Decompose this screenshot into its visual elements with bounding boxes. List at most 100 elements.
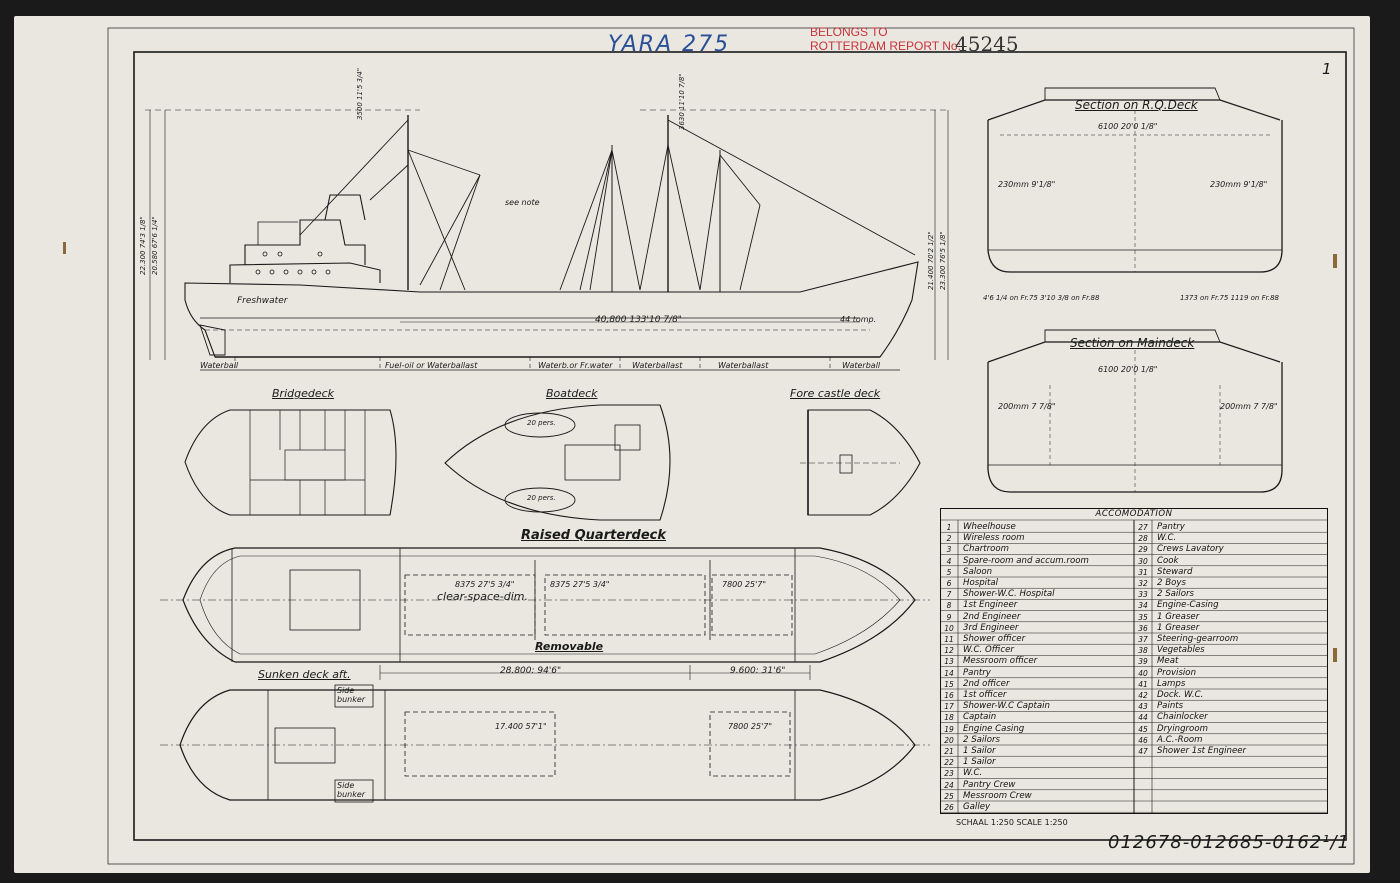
accommodation-room-label: Paints: [1157, 701, 1184, 712]
dim-17400: 17.400 57'1": [495, 722, 547, 731]
accommodation-room-label: Shower 1st Engineer: [1157, 746, 1247, 756]
main-left-thickness: 200mm 7 7/8": [998, 402, 1056, 411]
accommodation-number: 20: [944, 735, 954, 745]
accommodation-row-lines: [940, 531, 1328, 813]
accommodation-number: 23: [944, 769, 954, 779]
accommodation-number: 44: [1138, 713, 1148, 723]
accommodation-number: 24: [944, 780, 954, 790]
accommodation-number: 7: [946, 590, 952, 600]
accommodation-number: 11: [944, 635, 954, 644]
accommodation-number: 37: [1138, 635, 1148, 644]
sheet-number: 1: [1322, 60, 1332, 78]
accommodation-number: 17: [944, 702, 954, 712]
dim-7800-sunken: 7800 25'7": [728, 722, 773, 731]
accommodation-number: 21: [944, 747, 954, 756]
boatdeck-title: Boatdeck: [546, 387, 598, 400]
accommodation-room-label: 1 Greaser: [1157, 622, 1200, 633]
accommodation-room-label: W.C.: [963, 768, 983, 779]
side-bunker-top: Side bunker: [337, 686, 366, 704]
accommodation-number: 5: [946, 567, 952, 577]
accommodation-room-label: Cook: [1157, 555, 1179, 566]
main-right-thickness: 200mm 7 7/8": [1220, 402, 1278, 411]
dim-3500: 3500 11'5 3/4": [356, 67, 364, 120]
waterball-left-label: Waterball: [200, 361, 239, 370]
accommodation-number: 19: [944, 724, 954, 734]
accommodation-room-label: Hospital: [963, 578, 999, 588]
accommodation-number: 45: [1138, 724, 1148, 734]
raised-quarterdeck-title: Raised Quarterdeck: [521, 528, 667, 543]
dim-8375-a: 8375 27'5 3/4": [455, 580, 515, 589]
boat-label-2: 20 pers.: [527, 494, 556, 502]
drawing-frame: [133, 51, 1347, 841]
rq-width: 6100 20'0 1/8": [1098, 122, 1158, 131]
length-dimension: 40,800 133'10 7/8": [595, 315, 682, 325]
dim-8375-b: 8375 27'5 3/4": [550, 580, 610, 589]
accommodation-number: 34: [1138, 601, 1148, 611]
fuel-oil-label: Fuel-oil or Waterballast: [385, 361, 478, 370]
accommodation-number: 36: [1138, 623, 1148, 633]
accommodation-number: 25: [944, 791, 954, 801]
accommodation-room-label: 1 Sailor: [963, 746, 996, 756]
accommodation-room-label: Shower-W.C Captain: [963, 701, 1050, 712]
sunken-deck-title: Sunken deck aft.: [258, 668, 351, 681]
accommodation-number: 28: [1138, 534, 1148, 544]
accommodation-number: 12: [944, 646, 954, 656]
accommodation-number: 39: [1138, 657, 1148, 667]
bridgedeck-title: Bridgedeck: [272, 387, 335, 400]
accommodation-grid: [940, 519, 1328, 814]
section-rq-deck: [987, 87, 1283, 273]
accommodation-room-label: 2 Sailors: [963, 734, 1000, 745]
boatdeck-plan: [444, 404, 671, 521]
dim-7800: 7800 25'7": [722, 580, 767, 589]
accommodation-room-label: W.C. Officer: [963, 645, 1014, 656]
accommodation-number: 16: [944, 691, 954, 700]
accommodation-number: 1: [946, 523, 952, 532]
accommodation-room-label: 2 Sailors: [1157, 589, 1194, 600]
accommodation-room-label: Steward: [1157, 566, 1193, 577]
bridgedeck-plan: [184, 409, 397, 516]
accommodation-room-label: 1 Sailor: [963, 757, 996, 768]
dim-28800: 28.800: 94'6": [500, 666, 562, 676]
accommodation-number: 46: [1138, 735, 1148, 745]
dim-9600: 9.600: 31'6": [730, 666, 786, 676]
pin-mark: [1333, 648, 1337, 662]
accommodation-number: 41: [1138, 679, 1148, 689]
frames-left: 4'6 1/4 on Fr.75 3'10 3/8 on Fr.88: [983, 294, 1100, 302]
freshwater-label: Freshwater: [237, 296, 288, 306]
removable-label: Removable: [535, 640, 604, 653]
accommodation-room-label: Pantry: [1157, 522, 1185, 532]
waterballast-label-2: Waterballast: [718, 361, 769, 370]
accommodation-room-label: Pantry: [963, 667, 991, 678]
boat-label-1: 20 pers.: [527, 419, 556, 427]
dim-right-height: 21.400 70'2 1/2": [927, 231, 935, 290]
forecastle-plan: [800, 409, 921, 516]
handwritten-title: YARA 275: [608, 32, 731, 57]
accommodation-number: 22: [944, 758, 954, 768]
pin-mark: [1333, 254, 1337, 268]
section-main-deck: [987, 329, 1283, 493]
scale-note: SCHAAL 1:250 SCALE 1:250: [956, 818, 1068, 827]
accommodation-room-label: Pantry Crew: [963, 779, 1016, 790]
accommodation-room-label: Chartroom: [963, 544, 1010, 555]
outer-border: [107, 27, 1355, 865]
accommodation-number: 29: [1138, 545, 1148, 555]
accommodation-room-label: 2nd Engineer: [963, 611, 1021, 622]
accommodation-number: 6: [946, 579, 952, 588]
forecastle-title: Fore castle deck: [790, 387, 881, 400]
accommodation-room-label: Galley: [963, 802, 991, 812]
accommodation-room-label: Engine Casing: [963, 723, 1025, 734]
accommodation-number: 3: [946, 545, 952, 555]
accommodation-number: 10: [944, 623, 954, 633]
accommodation-number: 47: [1138, 747, 1148, 756]
accommodation-room-label: 1st officer: [963, 690, 1007, 700]
accommodation-room-label: Shower-W.C. Hospital: [963, 589, 1055, 600]
accommodation-room-label: Shower officer: [963, 634, 1026, 644]
accommodation-number: 14: [944, 668, 954, 678]
dim-left-height-2: 20.580 67'6 1/4": [151, 216, 159, 275]
stamp-line-1: BELONGS TO: [810, 25, 888, 39]
pin-mark: [63, 242, 66, 254]
accommodation-number: 32: [1138, 579, 1148, 588]
accommodation-room-label: 2 Boys: [1157, 578, 1186, 588]
accommodation-number: 42: [1138, 691, 1148, 700]
